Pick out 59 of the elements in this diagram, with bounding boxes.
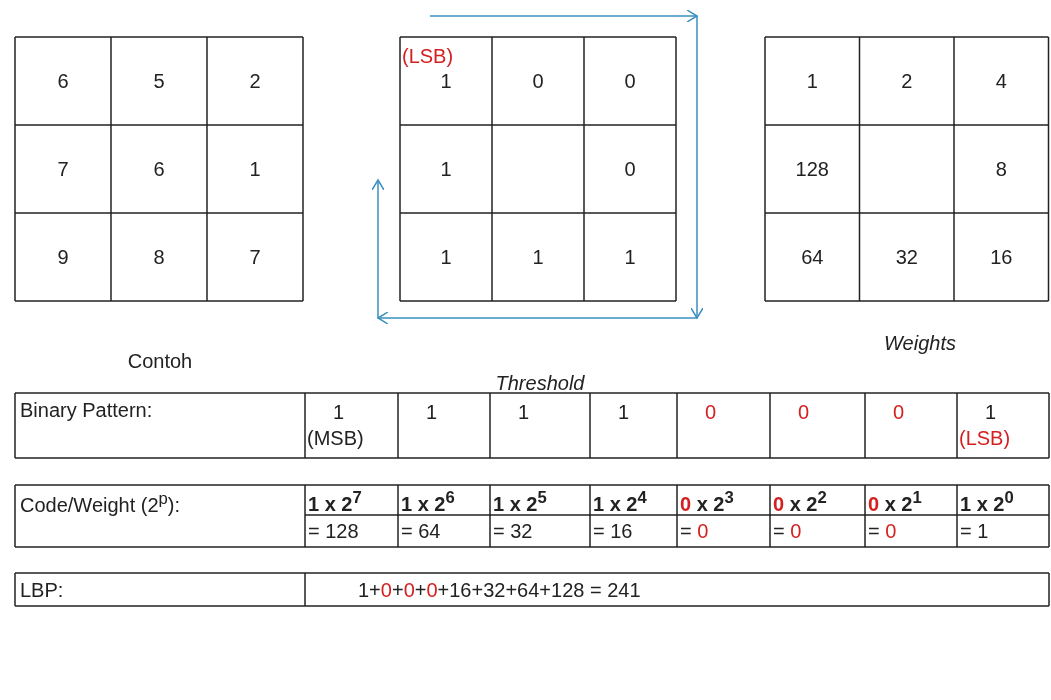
power-term: 0 x 2$^{1}$ <box>868 487 922 516</box>
msb-marker: (MSB) <box>307 426 364 450</box>
grid-caption: Threshold <box>495 371 585 395</box>
threshold-bit: 1 <box>440 245 452 269</box>
threshold-bit: 1 <box>532 245 544 269</box>
bit-value: 1 <box>333 400 345 424</box>
weight-value: 64 <box>801 245 824 269</box>
power-term: 0 x 2$^{2}$ <box>773 487 827 516</box>
pixel-value: 9 <box>57 245 69 269</box>
weight-value: 4 <box>995 69 1007 93</box>
bit-value: 0 <box>798 400 810 424</box>
threshold-bit: 0 <box>624 69 636 93</box>
term-result: = 16 <box>593 519 633 543</box>
row-header: Binary Pattern: <box>20 398 153 422</box>
pixel-value: 8 <box>153 245 165 269</box>
pixel-value: 6 <box>153 157 165 181</box>
term-result: = 0 <box>773 519 802 543</box>
weight-value: 128 <box>795 157 829 181</box>
grid-caption: Contoh <box>127 349 193 373</box>
lsb-marker: (LSB) <box>959 426 1011 450</box>
pixel-value: 6 <box>57 69 69 93</box>
threshold-bit: 0 <box>532 69 544 93</box>
term-result: = 0 <box>868 519 897 543</box>
weight-value: 8 <box>995 157 1007 181</box>
row-header: LBP: <box>20 578 64 602</box>
threshold-bit: 1 <box>624 245 636 269</box>
bit-value: 1 <box>518 400 530 424</box>
pixel-value: 1 <box>249 157 261 181</box>
term-result: = 64 <box>401 519 441 543</box>
grid-caption: Weights <box>884 331 956 355</box>
term-result: = 32 <box>493 519 533 543</box>
power-term: 0 x 2$^{3}$ <box>680 487 734 516</box>
bit-value: 1 <box>985 400 997 424</box>
power-term: 1 x 2$^{7}$ <box>308 487 362 516</box>
pixel-value: 7 <box>249 245 261 269</box>
bit-value: 1 <box>426 400 438 424</box>
pixel-value: 5 <box>153 69 165 93</box>
bit-value: 1 <box>618 400 630 424</box>
pixel-value: 7 <box>57 157 69 181</box>
threshold-bit: 1 <box>440 69 452 93</box>
power-term: 1 x 2$^{6}$ <box>401 487 455 516</box>
weight-value: 32 <box>895 245 918 269</box>
term-result: = 128 <box>308 519 359 543</box>
lbp-formula: 1+0+0+0+16+32+64+128 = 241 <box>358 578 641 602</box>
threshold-bit: 1 <box>440 157 452 181</box>
lsb-marker: (LSB) <box>402 44 454 68</box>
pixel-value: 2 <box>249 69 261 93</box>
power-term: 1 x 2$^{5}$ <box>493 487 547 516</box>
power-term: 1 x 2$^{0}$ <box>960 487 1014 516</box>
term-result: = 1 <box>960 519 989 543</box>
term-result: = 0 <box>680 519 709 543</box>
weight-value: 16 <box>990 245 1013 269</box>
bit-value: 0 <box>705 400 717 424</box>
power-term: 1 x 2$^{4}$ <box>593 487 647 516</box>
threshold-bit: 0 <box>624 157 636 181</box>
bit-value: 0 <box>893 400 905 424</box>
weight-value: 2 <box>901 69 913 93</box>
row-header: Code/Weight (2$^{p}$): <box>20 488 181 517</box>
weight-value: 1 <box>806 69 818 93</box>
